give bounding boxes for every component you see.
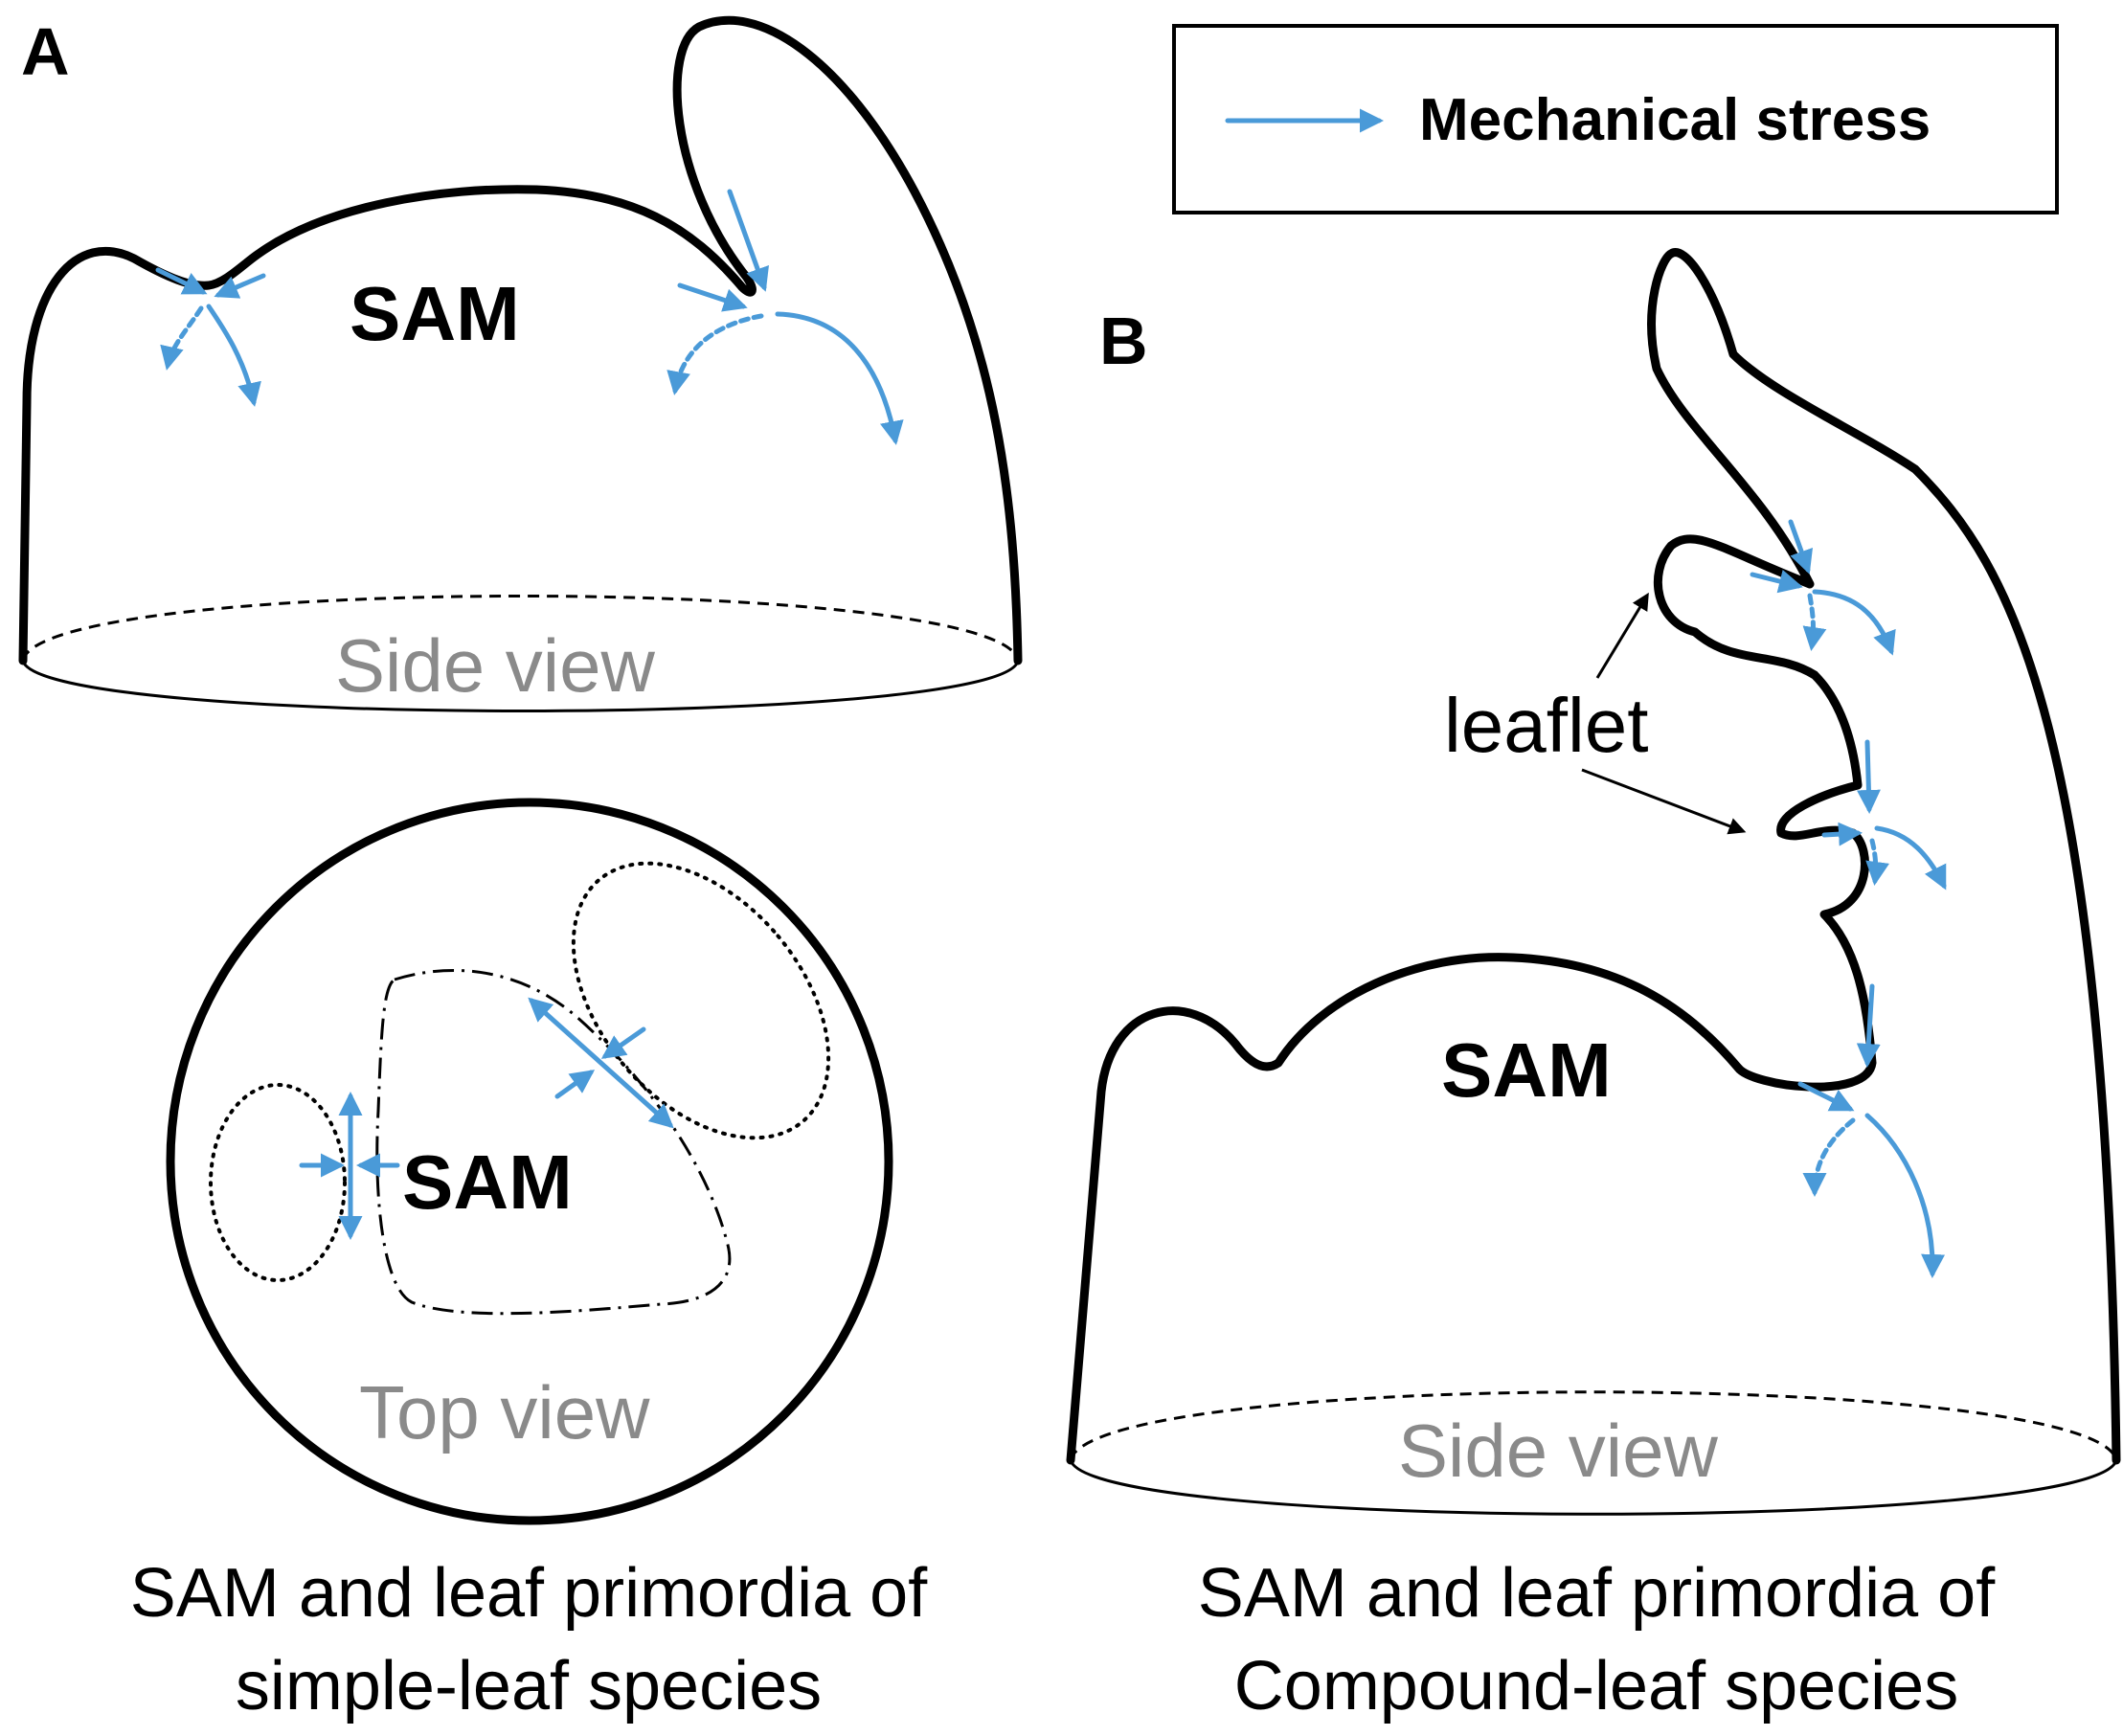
- sam-label-a-side: SAM: [350, 271, 520, 356]
- base-ellipse-back-a: [21, 595, 1020, 662]
- panel-b-side-view: leaflet SAM Side view: [1066, 248, 2121, 1516]
- panel-a-side-view: SAM Side view: [18, 15, 1023, 712]
- stress-arrows-a1: [155, 267, 266, 407]
- base-ellipse-back-b: [1069, 1390, 2118, 1461]
- stress-cross-a-right: [528, 997, 674, 1129]
- base-ellipse-front-a: [21, 660, 1020, 712]
- view-label-b: Side view: [1398, 1409, 1718, 1493]
- stress-arrows-b1: [1750, 519, 1896, 656]
- panel-a-label: A: [21, 14, 70, 89]
- sam-label-a-top: SAM: [402, 1139, 573, 1225]
- caption-b-line2: Compound-leaf species: [1234, 1648, 1958, 1725]
- caption-a-line2: simple-leaf species: [236, 1648, 822, 1725]
- legend: Mechanical stress: [1172, 24, 2059, 214]
- primordium-p2-dotted: [571, 861, 831, 1140]
- sam-outline-b: [1066, 248, 2121, 1465]
- primordium-p1-dotted: [209, 1083, 347, 1282]
- stress-cross-a-left: [299, 1092, 400, 1240]
- stress-arrows-a2: [666, 189, 904, 445]
- top-view-circle: [166, 798, 893, 1525]
- view-label-a-side: Side view: [335, 623, 655, 708]
- stress-arrows-b3: [1797, 983, 1946, 1278]
- legend-box: [1172, 24, 2059, 214]
- leaflet-pointer-1: [1595, 592, 1649, 679]
- stress-arrows-b2: [1821, 739, 1947, 891]
- caption-a-line1: SAM and leaf primordia of: [130, 1555, 928, 1632]
- leaflet-label: leaflet: [1444, 683, 1648, 768]
- panel-b-label: B: [1099, 304, 1148, 378]
- sam-label-b: SAM: [1441, 1027, 1612, 1113]
- sam-outline-a-side: [18, 15, 1023, 665]
- leaflet-pointer-2: [1581, 768, 1747, 835]
- view-label-a-top: Top view: [359, 1370, 650, 1454]
- base-ellipse-front-b: [1069, 1459, 2118, 1516]
- caption-b-line1: SAM and leaf primordia of: [1198, 1555, 1996, 1632]
- legend-label: Mechanical stress: [1419, 87, 1931, 153]
- panel-a-top-view: SAM Top view: [166, 798, 893, 1525]
- sam-boundary-dashdot: [375, 968, 732, 1316]
